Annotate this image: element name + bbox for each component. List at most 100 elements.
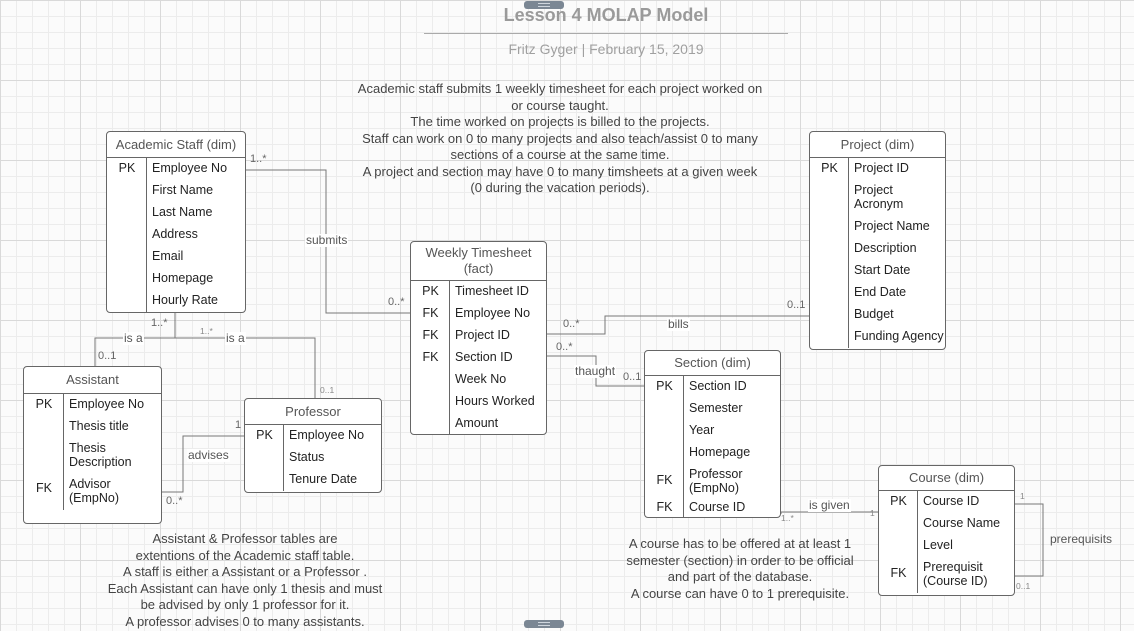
note-line: extentions of the Academic staff table. [135,547,355,563]
row-name: End Date [854,285,907,299]
entity-row[interactable]: End Date [810,282,945,304]
entity-row[interactable]: Level [879,535,1014,557]
note-line: semester (section) in order to be offici… [626,552,854,568]
is-a-professor-connector [174,313,316,398]
row-key [879,535,918,538]
row-name: Employee No [69,397,145,411]
key-column-divider [283,425,284,491]
row-key [645,398,684,401]
row-name: Employee No [152,161,228,175]
row-key [107,268,147,271]
entity-row[interactable]: PK Employee No [107,158,245,180]
entity-row[interactable]: Thesis title [24,416,161,438]
entity-row[interactable]: First Name [107,180,245,202]
row-name: Project ID [854,161,909,175]
diagram-subtitle: Fritz Gyger | February 15, 2019 [424,41,788,57]
entity-row[interactable]: Thesis Description [24,438,161,474]
row-name: Status [289,450,325,464]
bottom-drag-handle[interactable] [524,620,564,628]
top-note: Academic staff submits 1 weekly timeshee… [330,81,790,197]
entity-row[interactable]: Start Date [810,260,945,282]
row-key [411,369,450,372]
row-key [879,513,918,516]
row-key [810,260,849,263]
row-key [24,416,64,419]
entity-row[interactable]: Amount [411,413,546,435]
title-divider [424,33,788,34]
row-name: Year [689,423,715,437]
entity-title: Section (dim) [645,351,780,376]
row-key [810,180,849,183]
entity-row[interactable]: Address [107,224,245,246]
entity-row[interactable]: FK Section ID [411,347,546,369]
advises-label: advises [187,448,230,462]
note-line: A course can have 0 to 1 prerequisite. [630,585,850,601]
entity-row[interactable]: Week No [411,369,546,391]
row-name: Project Name [854,219,930,233]
entity-row[interactable]: Tenure Date [245,469,381,491]
subtitle-separator: | [581,41,586,57]
row-name: Hours Worked [455,394,535,408]
entity-row[interactable]: Hours Worked [411,391,546,413]
note-line: Academic staff submits 1 weekly timeshee… [357,81,763,96]
row-name: Course ID [923,494,980,508]
entity-row[interactable]: Budget [810,304,945,326]
entity-row[interactable]: Funding Agency [810,326,945,348]
note-line: A professor advises 0 to many assistants… [125,613,365,629]
row-name: Section ID [455,350,513,364]
row-key: FK [422,350,439,364]
entity-row[interactable]: Semester [645,398,780,420]
prerequisites-to-multiplicity: 0..1 [1016,581,1031,591]
entity-row[interactable]: Last Name [107,202,245,224]
advises-connector [161,435,244,493]
entity-title: Assistant [24,367,161,394]
entity-body: PK Employee No First Name Last Name Addre… [107,158,245,312]
row-key [645,420,684,423]
entity-title: Project (dim) [810,132,945,158]
row-name: Funding Agency [854,329,944,343]
entity-row[interactable]: Course Name [879,513,1014,535]
note-line: A staff is either a Assistant or a Profe… [123,564,367,579]
entity-row[interactable]: Year [645,420,780,442]
key-column-divider [848,158,849,348]
entity-row[interactable]: Project Acronym [810,180,945,216]
row-key: PK [118,161,136,175]
entity-row[interactable]: Homepage [645,442,780,464]
entity-row[interactable]: Email [107,246,245,268]
row-name: Project ID [455,328,510,342]
entity-row[interactable]: Status [245,447,381,469]
row-key [810,304,849,307]
top-drag-handle[interactable] [524,1,564,9]
entity-row[interactable]: Description [810,238,945,260]
row-name: Course Name [923,516,1001,530]
row-name: Thesis Description [69,441,132,469]
entity-row[interactable]: Homepage [107,268,245,290]
bills-connector [547,315,809,335]
note-line: A project and section may have 0 to many… [362,163,758,179]
advises-to-multiplicity: 0..* [166,495,183,507]
row-name: Email [152,249,184,263]
entity-row[interactable]: Project Name [810,216,945,238]
entity-row[interactable]: Hourly Rate [107,290,245,312]
is-given-to-multiplicity: 1 [870,508,875,518]
row-name: Professor (EmpNo) [689,467,743,495]
